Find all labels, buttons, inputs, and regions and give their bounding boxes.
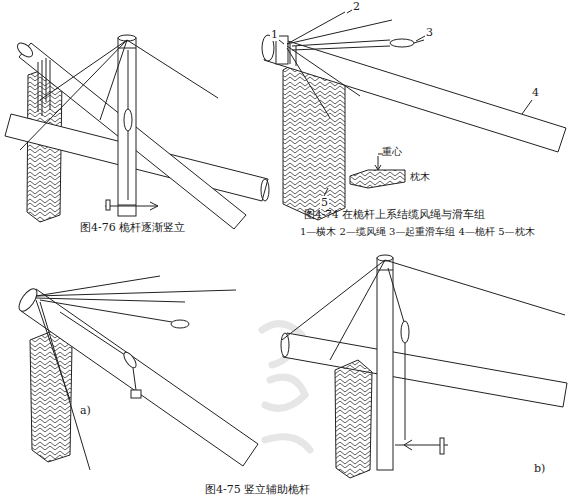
part-label: 重心 [382,146,402,158]
part-label: 枕木 [410,171,430,183]
figure-caption: 图4-75 竖立辅助桅杆 [205,483,310,496]
figure-caption: 图4-74 在桅杆上系结缆风绳与滑车组 [304,208,485,221]
callout-number: 4 [531,86,540,99]
callout-number: 5 [320,196,329,209]
callout-number: 2 [352,0,361,13]
callout-number: 3 [425,26,434,39]
panel-label: a) [80,404,91,417]
figure-caption: 图4-76 桅杆逐渐竖立 [80,221,185,234]
panel-label: b) [534,462,545,475]
legend-text: 1—横木 2—缆风绳 3—起重滑车组 4—桅杆 5—枕木 [300,226,535,238]
callout-number: 1 [270,28,279,41]
